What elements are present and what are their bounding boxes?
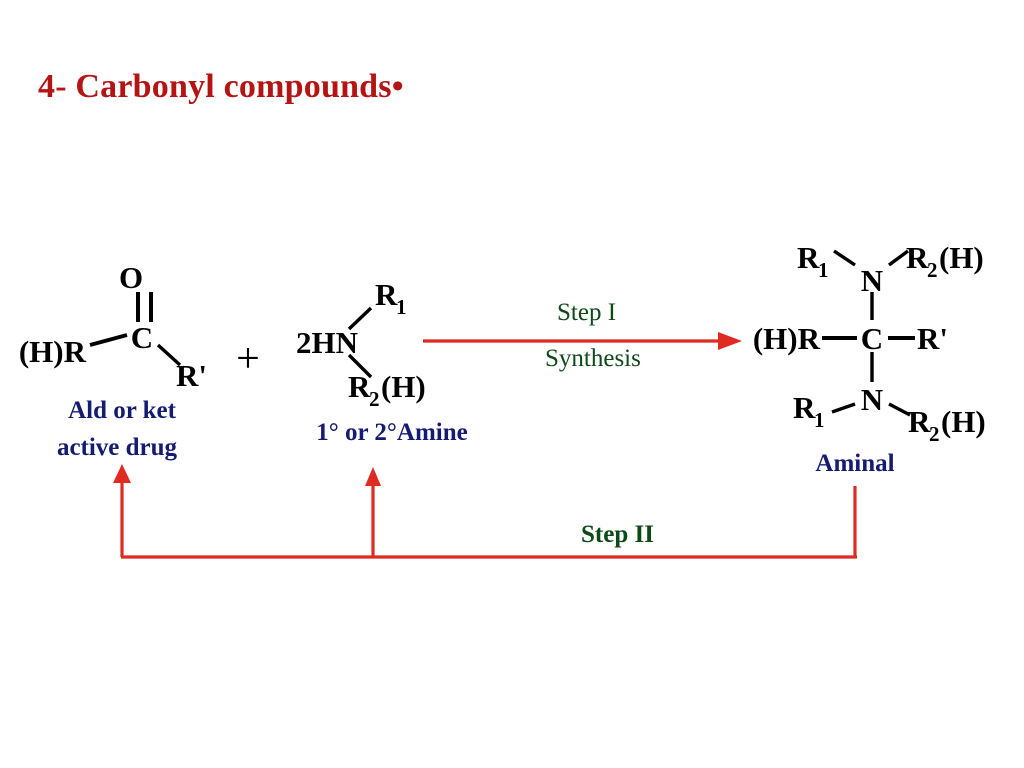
amine-r2-label: R 2 (H) bbox=[348, 369, 426, 411]
carbonyl-structure: O C (H)R R' Ald or ket active drug bbox=[19, 260, 207, 461]
aminal-top-r2-label: R 2 (H) bbox=[906, 240, 984, 282]
svg-text:(H): (H) bbox=[939, 240, 984, 275]
bond-topn-to-r1 bbox=[833, 249, 856, 267]
amine-r1-label: R 1 bbox=[375, 277, 407, 319]
step-one-arrow bbox=[423, 332, 742, 350]
carbonyl-oxygen-label: O bbox=[119, 260, 143, 295]
svg-text:R: R bbox=[906, 240, 929, 275]
aminal-bottom-r2-label: R 2 (H) bbox=[908, 404, 986, 446]
step-one-label-top: Step I bbox=[557, 299, 616, 326]
bond-c-to-left-group bbox=[89, 333, 128, 347]
carbonyl-caption-line2: active drug bbox=[57, 434, 178, 461]
svg-text:1: 1 bbox=[396, 295, 407, 319]
svg-text:R: R bbox=[348, 369, 371, 404]
bond-bottomn-to-r2 bbox=[888, 402, 911, 417]
svg-text:(H): (H) bbox=[381, 369, 426, 404]
svg-text:1: 1 bbox=[818, 258, 829, 282]
svg-text:2: 2 bbox=[369, 387, 380, 411]
aminal-right-group-label: R' bbox=[917, 321, 948, 356]
carbonyl-left-group-label: (H)R bbox=[19, 334, 87, 369]
amine-structure: 2HN R 1 R 2 (H) 1° or 2°Amine bbox=[296, 277, 468, 446]
plus-sign: + bbox=[236, 336, 260, 382]
svg-text:2: 2 bbox=[927, 258, 938, 282]
bond-n-to-r2 bbox=[347, 353, 373, 379]
carbonyl-carbon-label: C bbox=[131, 320, 153, 355]
aminal-top-nitrogen-label: N bbox=[861, 263, 883, 298]
bond-topn-to-r2 bbox=[887, 249, 910, 267]
carbonyl-double-bond bbox=[136, 292, 153, 322]
svg-text:2: 2 bbox=[929, 422, 940, 446]
carbonyl-caption-line1: Ald or ket bbox=[68, 397, 177, 424]
svg-text:R: R bbox=[797, 240, 820, 275]
aminal-left-group-label: (H)R bbox=[753, 321, 821, 356]
svg-text:R: R bbox=[375, 277, 398, 312]
bond-bottomn-to-r1 bbox=[831, 402, 856, 414]
step-two-feedback-arrows bbox=[113, 464, 857, 559]
bond-n-to-r1 bbox=[347, 306, 373, 331]
svg-text:(H): (H) bbox=[941, 404, 986, 439]
aminal-caption: Aminal bbox=[815, 450, 894, 477]
aminal-bottom-nitrogen-label: N bbox=[861, 382, 883, 417]
amine-nitrogen-label: 2HN bbox=[296, 325, 358, 360]
svg-text:1: 1 bbox=[814, 408, 825, 432]
bond-c-to-right-group bbox=[156, 343, 182, 367]
step-two-label: Step II bbox=[581, 521, 654, 548]
carbonyl-right-group-label: R' bbox=[176, 358, 207, 393]
amine-caption: 1° or 2°Amine bbox=[316, 419, 467, 446]
page-title: 4- Carbonyl compounds• bbox=[38, 68, 404, 105]
svg-text:R: R bbox=[793, 390, 816, 425]
svg-text:R: R bbox=[908, 404, 931, 439]
aminal-structure: C (H)R R' N N R 1 R 2 (H) R 1 R 2 (H) bbox=[753, 240, 986, 477]
aminal-center-carbon-label: C bbox=[861, 321, 883, 356]
aminal-bottom-r1-label: R 1 bbox=[793, 390, 825, 432]
step-one-label-bottom: Synthesis bbox=[545, 345, 641, 372]
aminal-top-r1-label: R 1 bbox=[797, 240, 829, 282]
